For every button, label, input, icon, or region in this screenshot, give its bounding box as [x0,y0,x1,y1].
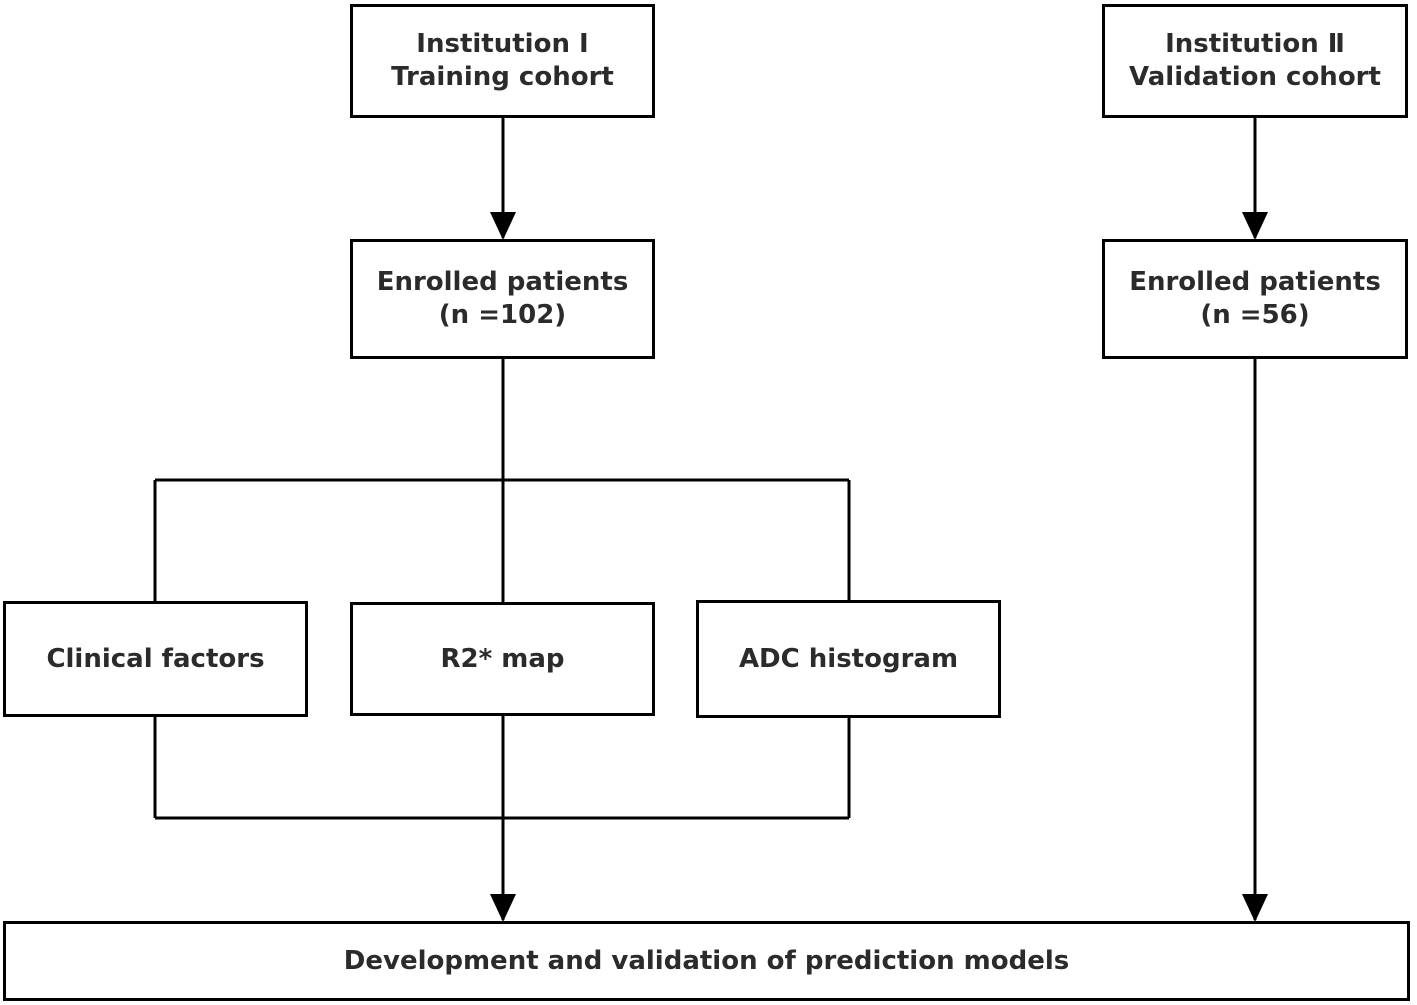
enrolled-2-label: Enrolled patients [1129,267,1381,297]
adc-histogram-box: ADC histogram [696,600,1001,718]
institution-2-box: Institution Ⅱ Validation cohort [1102,4,1408,118]
clinical-factors-label: Clinical factors [46,643,265,674]
institution-2-name: Institution Ⅱ [1165,29,1345,59]
enrolled-2-count: (n =56) [1200,300,1310,330]
arrowhead-enrolled2 [1242,212,1268,240]
prediction-models-label: Development and validation of prediction… [343,945,1070,976]
enrolled-1-label: Enrolled patients [376,267,629,297]
prediction-models-box: Development and validation of prediction… [3,921,1410,1001]
arrowhead-enrolled1 [490,212,516,240]
institution-2-cohort: Validation cohort [1129,62,1381,92]
enrolled-1-count: (n =102) [438,300,567,330]
adc-histogram-label: ADC histogram [738,643,959,674]
institution-1-name: Institution Ⅰ [416,29,589,59]
enrolled-2-box: Enrolled patients (n =56) [1102,239,1408,359]
institution-1-cohort: Training cohort [391,62,614,92]
r2-map-label: R2* map [440,643,565,674]
clinical-factors-box: Clinical factors [3,601,308,717]
arrowhead-result-right [1242,894,1268,922]
r2-map-box: R2* map [350,602,655,716]
enrolled-1-box: Enrolled patients (n =102) [350,239,655,359]
arrowhead-result-left [490,894,516,922]
institution-1-box: Institution Ⅰ Training cohort [350,4,655,118]
